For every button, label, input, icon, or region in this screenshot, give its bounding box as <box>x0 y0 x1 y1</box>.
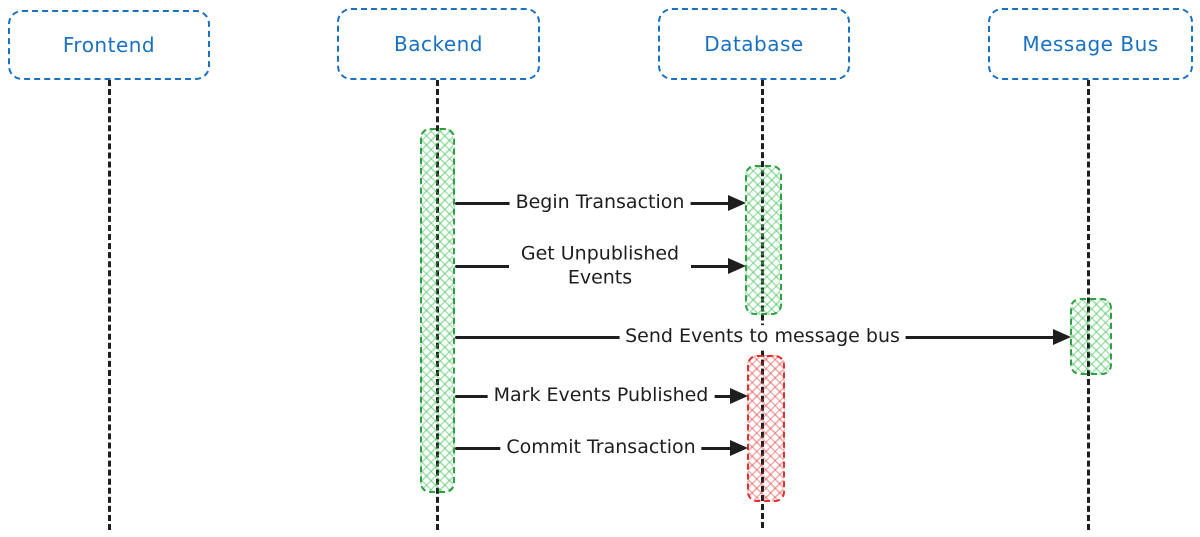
arrowhead-right-icon <box>728 257 746 274</box>
lifeline-frontend <box>108 80 111 530</box>
activation-bar-database-red <box>747 355 785 502</box>
message-label: Begin Transaction <box>509 191 691 215</box>
message-label: Get Unpublished Events <box>509 242 691 290</box>
activation-bar-backend <box>420 128 455 493</box>
participant-label: Message Bus <box>1022 32 1159 56</box>
activation-bar-database-green <box>745 165 782 315</box>
message-label: Commit Transaction <box>500 436 702 460</box>
lifeline-database <box>761 80 764 528</box>
participant-box-message-bus: Message Bus <box>988 8 1193 80</box>
participant-label: Backend <box>393 32 484 56</box>
participant-box-frontend: Frontend <box>8 10 210 80</box>
message-label: Send Events to message bus <box>619 325 906 349</box>
participant-box-database: Database <box>658 8 850 80</box>
participant-label: Database <box>704 32 804 56</box>
lifeline-backend <box>436 80 439 530</box>
arrowhead-right-icon <box>1053 328 1071 345</box>
arrowhead-right-icon <box>730 387 748 404</box>
arrowhead-right-icon <box>730 439 748 456</box>
participant-box-backend: Backend <box>337 8 540 80</box>
participant-label: Frontend <box>62 33 156 57</box>
arrowhead-right-icon <box>728 194 746 211</box>
lifeline-message-bus <box>1087 80 1090 530</box>
message-label: Mark Events Published <box>487 384 715 408</box>
activation-bar-message-bus <box>1070 298 1112 375</box>
